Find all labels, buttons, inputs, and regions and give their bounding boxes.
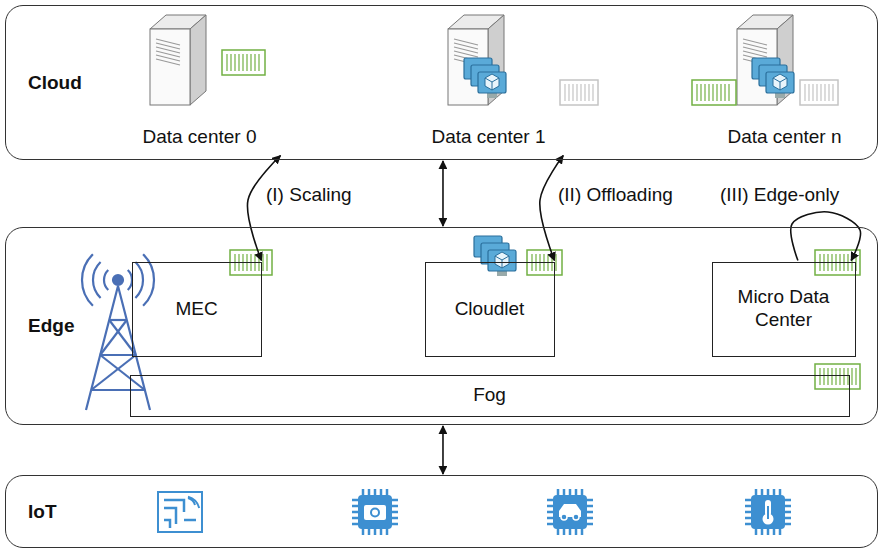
node-label: Data center n bbox=[727, 126, 841, 149]
iot-device-icon bbox=[158, 492, 202, 532]
container-icon bbox=[527, 250, 562, 275]
connector-arrow bbox=[442, 426, 444, 474]
edge-label: (II) Offloading bbox=[556, 184, 675, 207]
iot-device-icon bbox=[745, 489, 791, 535]
node-label: Fog bbox=[473, 384, 506, 407]
iot-band: IoT bbox=[5, 475, 878, 548]
connector-arrow bbox=[791, 212, 861, 261]
node-label: Data center 0 bbox=[142, 126, 256, 149]
iot-device-icon bbox=[352, 489, 398, 535]
server-icon bbox=[737, 15, 793, 105]
layer-title: Edge bbox=[28, 315, 74, 338]
layer-title: Cloud bbox=[28, 71, 82, 94]
container-icon bbox=[815, 364, 860, 389]
edge-label: (III) Edge-only bbox=[718, 184, 841, 207]
datacenter-label: Data center n bbox=[694, 120, 876, 155]
layer-title: IoT bbox=[28, 500, 57, 523]
datacenter-label: Data center 1 bbox=[400, 120, 578, 155]
cloudlet-box: Cloudlet bbox=[425, 262, 555, 357]
connector-arrow bbox=[247, 156, 280, 261]
vm-icon bbox=[474, 236, 516, 276]
node-label: MEC bbox=[175, 298, 217, 321]
edge-label: (I) Scaling bbox=[264, 184, 354, 207]
node-label: Micro Data Center bbox=[713, 286, 855, 332]
edge-band: Edge MEC Cloudlet Micro Data CenterFog bbox=[5, 227, 878, 425]
node-label: Data center 1 bbox=[431, 126, 545, 149]
server-icon bbox=[150, 15, 206, 105]
datacenter-label: Data center 0 bbox=[110, 120, 290, 155]
connector-arrow bbox=[540, 156, 563, 261]
container-icon bbox=[560, 80, 598, 105]
mec-box: MEC bbox=[132, 262, 262, 357]
node-label: Cloudlet bbox=[455, 298, 525, 321]
connector-arrow bbox=[442, 161, 444, 226]
antenna-tower bbox=[82, 254, 154, 410]
cloud-band: CloudData center 0 Data center 1 Data cent… bbox=[5, 5, 878, 160]
container-icon bbox=[230, 250, 272, 275]
micro-dc-box: Micro Data Center bbox=[712, 262, 856, 357]
container-icon bbox=[692, 80, 736, 105]
vm-icon bbox=[464, 58, 506, 98]
vm-icon bbox=[752, 58, 794, 98]
container-icon bbox=[815, 250, 860, 275]
fog-box: Fog bbox=[130, 375, 850, 417]
iot-device-icon bbox=[547, 489, 593, 535]
container-icon bbox=[222, 50, 265, 75]
container-icon bbox=[800, 80, 838, 105]
